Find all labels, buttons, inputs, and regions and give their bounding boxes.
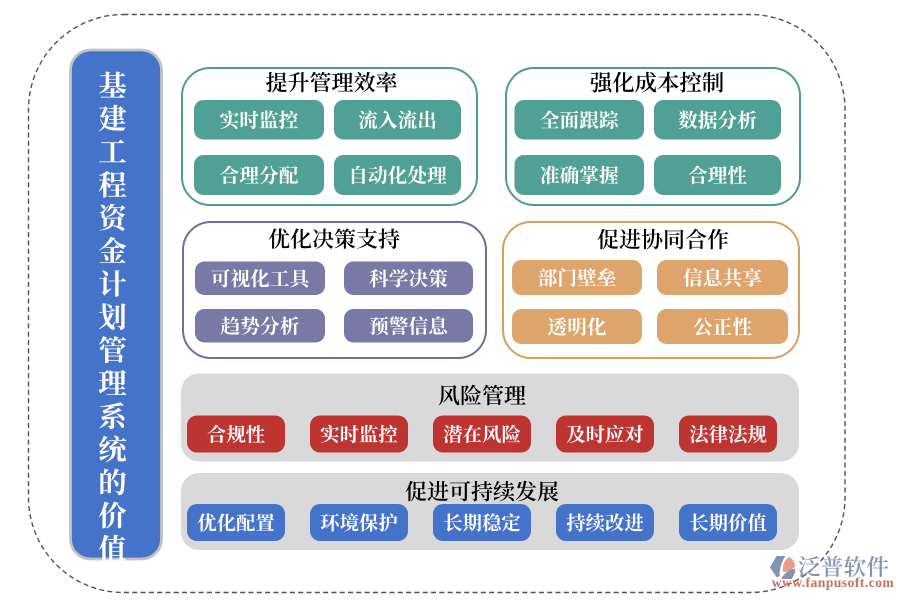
- svg-text:www.fanpusoft.com: www.fanpusoft.com: [772, 575, 894, 590]
